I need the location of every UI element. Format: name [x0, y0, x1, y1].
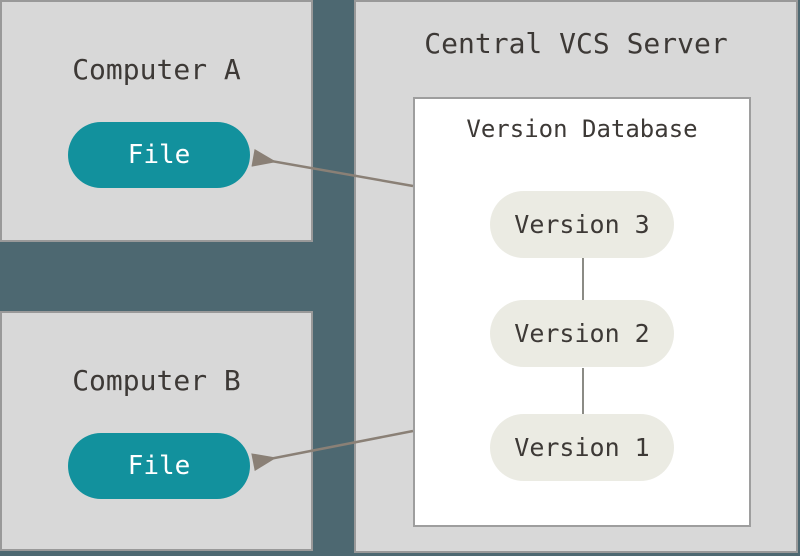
version-database-box: Version Database Version 3 Version 2 Ver… [413, 97, 751, 527]
central-vcs-server-title: Central VCS Server [424, 27, 728, 60]
version-3-node: Version 3 [490, 191, 674, 258]
version-2-node: Version 2 [490, 300, 674, 367]
computer-a-file-label: File [127, 140, 191, 170]
version-1-label: Version 1 [514, 433, 650, 462]
computer-a-box: Computer A File [0, 0, 313, 242]
computer-a-title: Computer A [72, 53, 241, 86]
version-1-node: Version 1 [490, 414, 674, 481]
version-2-label: Version 2 [514, 319, 650, 348]
version-3-label: Version 3 [514, 210, 650, 239]
computer-b-file-node: File [68, 433, 250, 499]
computer-a-file-node: File [68, 122, 250, 188]
connector-version2-version1 [582, 368, 584, 414]
computer-b-title: Computer B [72, 364, 241, 397]
version-database-title: Version Database [466, 115, 698, 143]
connector-version3-version2 [582, 258, 584, 301]
computer-b-box: Computer B File [0, 311, 313, 551]
computer-b-file-label: File [127, 451, 191, 481]
